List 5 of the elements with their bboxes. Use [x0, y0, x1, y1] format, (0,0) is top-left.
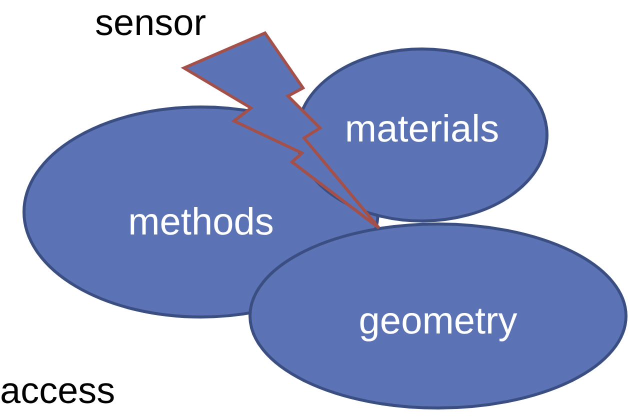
text-label: access: [0, 370, 116, 412]
node-label: materials: [344, 108, 500, 152]
node-label: methods: [128, 201, 274, 244]
text-label: sensor: [95, 2, 206, 44]
node-label: geometry: [358, 300, 518, 344]
